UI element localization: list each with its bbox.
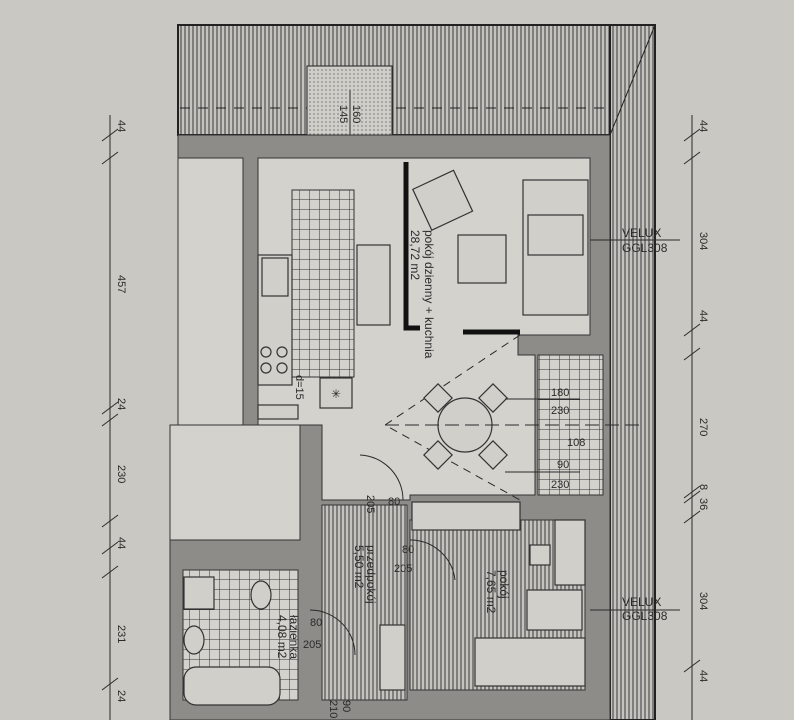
toilet [250,580,272,610]
window-1-label: VELUX [622,226,661,240]
velux-window-2 [526,589,583,631]
loggia-dim-d: 90 [557,459,569,471]
dim-left-6: 231 [115,625,127,643]
armchair [411,169,474,231]
fridge [319,377,353,409]
dim-left-4: 230 [115,465,127,483]
chair [478,383,508,413]
door-4-width: 90 [340,700,352,712]
dim-right-8: 44 [697,670,709,682]
dim-left-2: 457 [115,275,127,293]
dimension-ticks-left [101,128,119,691]
loggia-dim-e: 230 [551,479,569,491]
loggia-dim-a: 180 [551,387,569,399]
door-2-height: 205 [394,563,412,575]
dim-left-3: 24 [115,398,127,410]
roof-hatch-top [177,24,656,136]
door-3-height: 205 [303,639,321,651]
bathroom-cabinet [183,576,215,610]
velux-window-1 [527,214,584,256]
door-1-height: 205 [364,495,376,513]
dim-right-4: 270 [697,418,709,436]
dim-right-2: 304 [697,232,709,250]
washbasin [183,625,205,655]
dim-right-7: 304 [697,592,709,610]
kitchen-tiles [291,189,355,378]
bed [474,637,586,687]
kitchen-table [356,244,391,326]
partition-wall [403,162,420,331]
coffee-table [457,234,507,284]
bedroom-wardrobe [411,501,521,531]
desk-chair [529,544,551,566]
hall-wardrobe [379,624,406,691]
stove-burner [260,346,272,358]
entry-door-swing [359,454,404,501]
roof-window-dim-b: 145 [337,105,349,123]
bathtub [183,666,281,706]
stove-burner [260,362,272,374]
dim-left-5: 44 [115,537,127,549]
roof-ridge [609,24,656,136]
dim-left-7: 24 [115,690,127,702]
door-2-width: 80 [402,544,414,556]
fan-icon: ✳ [331,387,341,401]
window-1-model: GGL308 [622,241,668,255]
dim-right-5: 8 [697,484,709,490]
stove-burner [276,346,288,358]
bathroom-area: 4,08 m2 [275,615,289,659]
chair [478,440,508,470]
bedroom-area: 7,65 m2 [484,570,498,614]
roof-window-dim-a: 160 [350,105,362,123]
dim-right-3: 44 [697,310,709,322]
corridor-area [169,424,301,541]
sink [261,257,289,297]
chimney [257,404,299,420]
hallway-name: przedpokój [364,545,378,604]
hallway-area: 5,50 m2 [352,545,366,589]
chair [423,440,453,470]
door-1-width: 80 [388,496,400,508]
dim-right-6: 36 [697,498,709,510]
living-room-name: pokój dzienny + kuchnia [422,230,436,359]
door-3-width: 80 [310,617,322,629]
window-2-model: GGL308 [622,609,668,623]
chimney-label: d=15 [293,375,305,400]
desk [554,519,586,586]
window-2-label: VELUX [622,595,661,609]
bathroom-name: łazienka [287,615,301,659]
bathroom-door-swing [309,609,356,656]
living-room-area: 28,72 m2 [408,230,422,280]
stove-burner [276,362,288,374]
loggia-dim-c: 108 [567,437,585,449]
dimension-ticks-right [683,128,701,673]
chair [423,383,453,413]
bedroom-door-swing [409,539,456,581]
bedroom-name: pokój [497,570,511,599]
dim-left-1: 44 [115,120,127,132]
loggia-dim-b: 230 [551,405,569,417]
door-4-height: 210 [327,700,339,718]
dim-right-1: 44 [697,120,709,132]
